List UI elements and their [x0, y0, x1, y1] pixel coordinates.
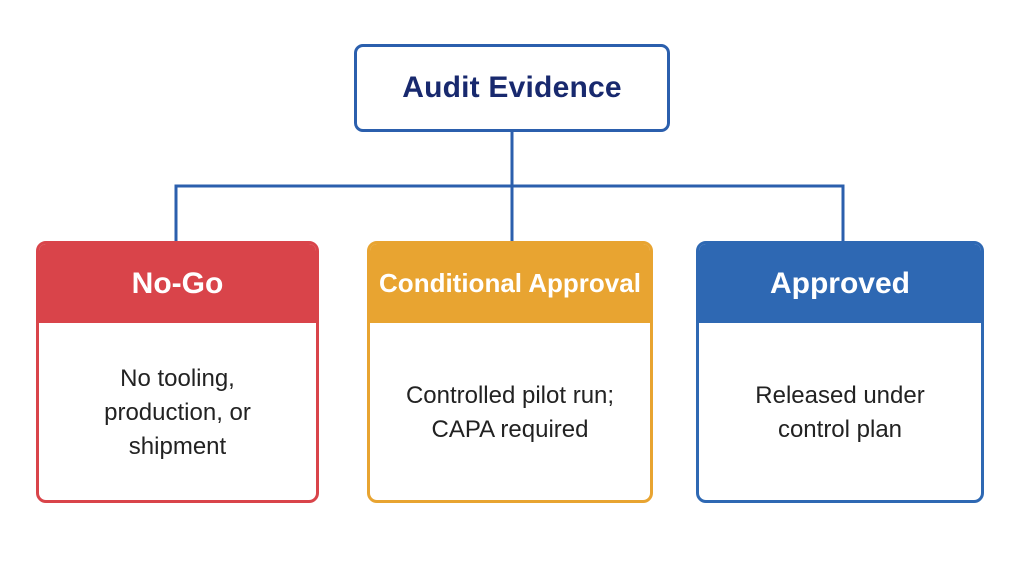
- conditional-approval-title: Conditional Approval: [379, 268, 641, 298]
- approved-title: Approved: [769, 266, 910, 300]
- approved-card: Approved Released under control plan: [696, 241, 984, 503]
- conditional-approval-card: Conditional Approval Controlled pilot ru…: [367, 241, 653, 503]
- no-go-card: No-Go No tooling, production, or shipmen…: [36, 241, 319, 503]
- no-go-body: No tooling, production, or shipment: [39, 323, 316, 500]
- approved-header: Approved: [699, 244, 981, 323]
- approved-body: Released under control plan: [699, 323, 981, 500]
- audit-evidence-node: Audit Evidence: [354, 44, 670, 132]
- conditional-approval-header: Conditional Approval: [370, 244, 650, 323]
- conditional-approval-body: Controlled pilot run; CAPA required: [370, 323, 650, 500]
- no-go-title: No-Go: [131, 266, 224, 300]
- no-go-description: No tooling, production, or shipment: [104, 365, 251, 460]
- root-node-title: Audit Evidence: [402, 71, 622, 104]
- no-go-header: No-Go: [39, 244, 316, 323]
- approved-description: Released under control plan: [755, 382, 925, 443]
- conditional-approval-description: Controlled pilot run; CAPA required: [405, 382, 615, 443]
